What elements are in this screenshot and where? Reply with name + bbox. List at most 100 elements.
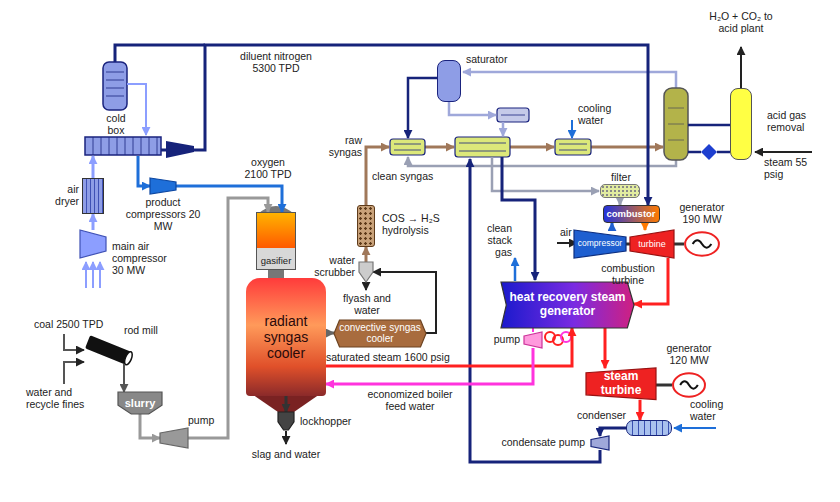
pump-symbol-fill (524, 332, 542, 348)
flow-label: flyash and water (338, 292, 396, 316)
hrsg-coils (553, 335, 563, 345)
heat-exchangers (555, 139, 591, 155)
node-label: heat recovery steam generator (501, 291, 634, 319)
air-compressor-fill (80, 230, 106, 258)
node-label: slurry (125, 397, 156, 410)
nitrogen-line (115, 45, 205, 62)
flow-label: saturated steam 1600 psig (326, 351, 466, 363)
flow-connector (161, 45, 648, 205)
stack-arrow (515, 258, 516, 281)
saturator-loop (449, 102, 496, 115)
pump-symbol-outline (591, 436, 609, 450)
node-label: main air compressor 30 MW (112, 240, 178, 276)
flow-connector (365, 247, 368, 262)
flow-connector (123, 364, 125, 392)
node-label: condensate pump (495, 436, 585, 448)
feed-arrows (64, 334, 84, 384)
heat-exchangers (390, 108, 591, 157)
node-label: condenser (577, 409, 623, 421)
lockhopper-vessel-outline (278, 412, 294, 430)
flow-label: combustion turbine (598, 262, 658, 286)
pump-symbol-fill (591, 436, 609, 450)
node-label: cold box (99, 112, 133, 136)
node-label: compressor (578, 239, 622, 249)
cold-box-column (106, 72, 124, 96)
pump-symbol: pump (160, 428, 188, 448)
slurry-tank: slurry (118, 392, 162, 414)
node-label: pump (188, 414, 220, 426)
scrubber-vessel-fill (359, 262, 373, 282)
feed-arrows (64, 362, 84, 384)
cold-box-column (127, 84, 146, 135)
flow-label: cooling water (578, 102, 628, 126)
flow-label: raw syngas (318, 134, 362, 158)
nitrogen-compressor (166, 141, 194, 158)
flow-connector (600, 428, 626, 436)
flow-connector (639, 400, 642, 420)
node-label: steam turbine (586, 370, 656, 398)
condenser-water-arrow (674, 427, 716, 429)
flow-label: steam 55 psig (764, 156, 820, 180)
cold-box: cold box (85, 60, 161, 156)
node-label: rod mill (124, 324, 174, 336)
flow-label: oxygen 2100 TPD (240, 156, 296, 180)
heat-exchangers (497, 108, 529, 122)
node-label: pump (490, 333, 520, 345)
flow-connector (656, 384, 672, 387)
flow-connector (92, 156, 95, 178)
heat-exchangers (394, 115, 587, 151)
pump-symbol: condensate pump (591, 436, 609, 450)
syngas-lines (510, 146, 554, 149)
cold-box-column (103, 62, 127, 110)
node-label: water scrubber (309, 254, 355, 278)
hrsg-box: heat recovery steam generator (501, 282, 634, 328)
node-label: convective syngas cooler (334, 322, 426, 345)
pump-symbol-outline (160, 428, 188, 448)
hrsg-box-fill (501, 282, 634, 328)
flow-connector (140, 414, 160, 438)
flow-label: diluent nitrogen 5300 TPD (228, 50, 324, 74)
syngas-lines (591, 146, 663, 149)
node-label: acid gas removal (767, 109, 817, 133)
rod-mill: rod mill (88, 336, 128, 364)
saturator-column: saturator (437, 60, 461, 102)
flow-connector (611, 223, 614, 230)
acid-gas-column (701, 144, 717, 160)
vent-arrows (755, 151, 812, 153)
node-label: combustor (606, 209, 655, 220)
hrsg-coils (561, 332, 571, 342)
scrubber-vessel: water scrubber (359, 262, 373, 282)
acid-gas-column: acid gas removal (730, 88, 752, 160)
air-inlet-arrows (99, 262, 101, 288)
generator-wave (680, 381, 698, 388)
flow-connector (92, 214, 95, 230)
rod-mill-cylinder (123, 351, 134, 366)
combustor-box: combustor (603, 205, 660, 223)
cooling-water-arrow (571, 120, 573, 138)
flow-connector (285, 396, 288, 412)
pump-symbol-fill (160, 428, 188, 448)
flow-connector (644, 223, 647, 230)
cold-box-column (103, 62, 146, 135)
generator-ring (685, 232, 719, 255)
flow-connector (326, 332, 334, 335)
lockhopper-vessel-fill (278, 412, 294, 430)
compressor-symbol: compressor (574, 230, 626, 258)
node-label: air dryer (47, 183, 79, 207)
generator-wave (693, 240, 712, 247)
air-inlet-arrows (86, 262, 100, 288)
turbine-symbol-fill (630, 230, 674, 258)
cold-box-exchanger (93, 137, 157, 155)
rod-mill-cylinder (85, 335, 131, 364)
heat-exchangers (455, 137, 510, 157)
slag-arrow (286, 431, 287, 444)
hrsg-coils (545, 332, 555, 342)
steam-turbine-fill (586, 368, 656, 400)
slurry-tank-fill (118, 392, 162, 414)
generator-ring (673, 373, 705, 396)
saturator-loop (408, 78, 437, 138)
condenser-unit: condenser (626, 420, 672, 436)
acid-gas-column (664, 88, 688, 160)
syngas-lines (366, 147, 663, 205)
cold-box-exchanger (85, 137, 161, 155)
